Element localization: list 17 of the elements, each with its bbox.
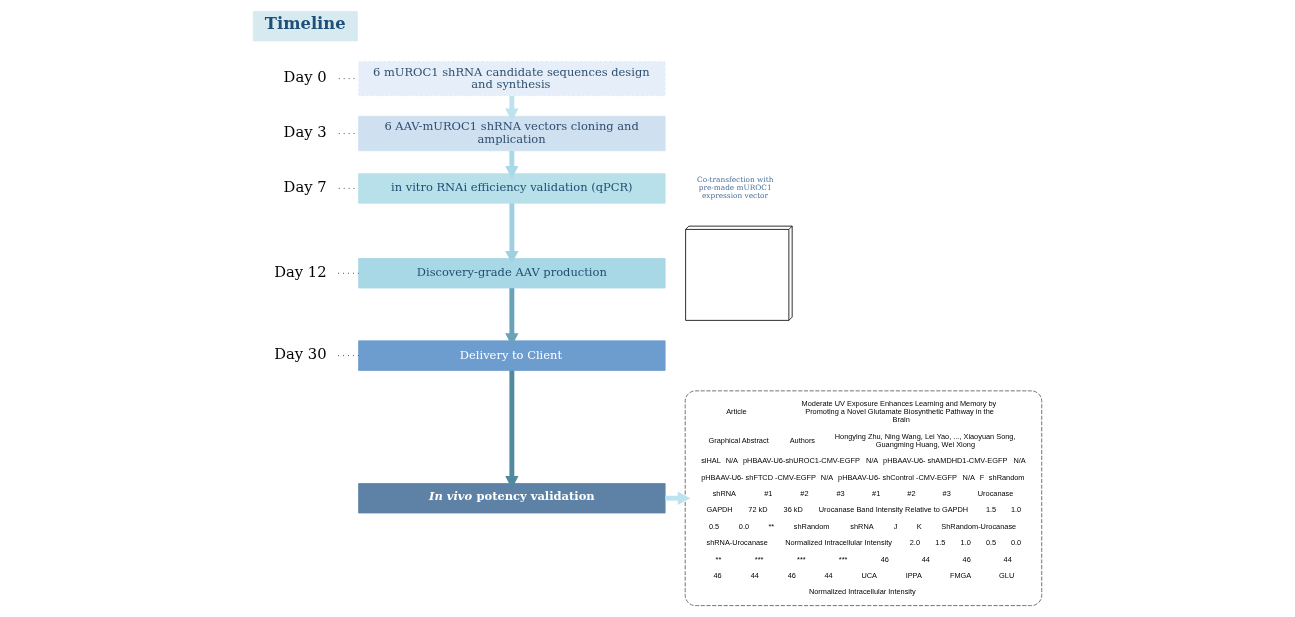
node-box: Discovery-grade AAV production [358,258,666,289]
node-box: Article Moderate UV Exposure Enhances Learning and Memory by Promoting a Novel Glutamate Biosynthetic Pathway in the Brain Graphical Abstract Authors Hongying Zhu, Ning Wang, Lei Yao, ..., Xiaoyuan Song, Guangming Huang, Wei Xiong siHAL N/A pHBAAV-U6-shUROC1-CMV-EGFP N/A pHBAAV-U6- shAMDHD1-CMV-EGFP N/A pHBAAV-U6- shFTCD -CMV-EGFP N/A pHBAAV-U6- shControl -CMV-EGFP N/A F shRandom shRNA #1 #2 #3 #1 #2 #3 Urocanase GAPDH 72 kD 36 kD Urocanase Band Intensity Relative to GAPDH 1.5 1.0 0.5 0.0 ** shRandom shRNA J K ShRandom-Urocanase shRNA-Urocanase Normalized Intracellular Intensity 2.0 1.5 1.0 0.5 0.0 ** *** *** *** 46 44 46 44 46 44 46 44 UCA IPPA FMGA GLU Normalized Intracellular Intensity [684,390,1043,606]
label: Co-transfection with pre-made mUROC1 expression vector [697,175,774,201]
node-box: Timeline [252,11,358,42]
node-text: Day 3 [283,123,327,141]
arrow [505,203,519,264]
node-box: in vitro RNAi efficiency validation (qPCR) [358,173,666,204]
arrow [505,370,519,489]
node-box: In vivo potency validation [358,483,666,514]
node-box: 6 mUROC1 shRNA candidate sequences design and synthesis [358,61,666,97]
node-text: Day 12 [274,262,327,280]
arrow [505,288,519,346]
node-box: 6 AAV-mUROC1 shRNA vectors cloning and amplication [358,115,666,152]
node-text: Day 7 [283,178,327,196]
node-text: Day 30 [274,345,327,363]
node-box: Delivery to Client [358,340,666,371]
node-text: Day 0 [283,68,327,86]
